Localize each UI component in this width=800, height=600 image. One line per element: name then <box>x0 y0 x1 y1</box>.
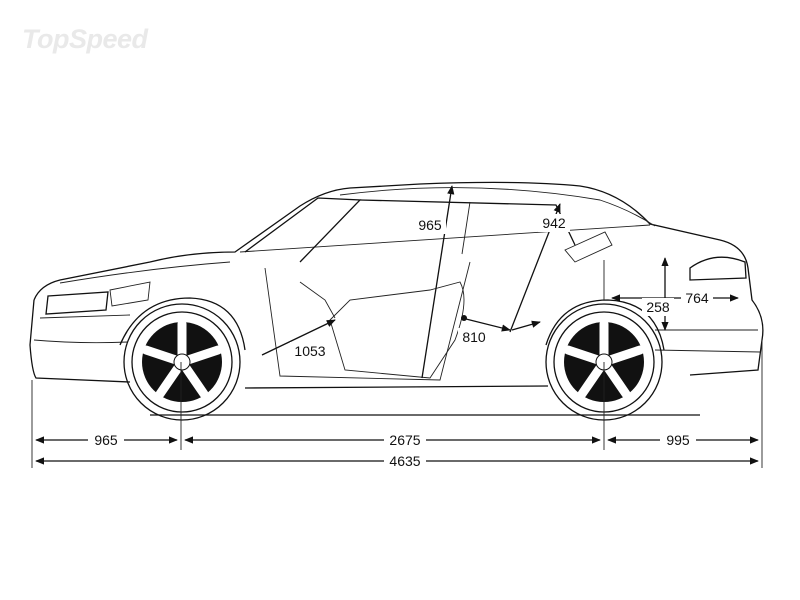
trunk-length-label: 764 <box>685 290 709 306</box>
interior-arrows <box>261 185 739 379</box>
dimension-labels: 965 2675 995 4635 965 942 1053 810 258 7… <box>88 214 713 470</box>
trunk-height-label: 258 <box>646 299 670 315</box>
car-body <box>29 181 764 389</box>
wheelbase-label: 2675 <box>389 432 420 448</box>
front-wheel <box>119 297 246 421</box>
rear-headroom-label: 942 <box>542 215 566 231</box>
front-overhang-label: 965 <box>94 432 118 448</box>
extension-lines <box>31 260 763 468</box>
topspeed-watermark: TopSpeed <box>22 24 148 54</box>
rear-overhang-label: 995 <box>666 432 690 448</box>
rear-wheel <box>545 299 665 421</box>
front-headroom-label: 965 <box>418 217 442 233</box>
front-legroom-label: 1053 <box>294 343 325 359</box>
rear-legroom-label: 810 <box>462 329 486 345</box>
overall-length-label: 4635 <box>389 453 420 469</box>
